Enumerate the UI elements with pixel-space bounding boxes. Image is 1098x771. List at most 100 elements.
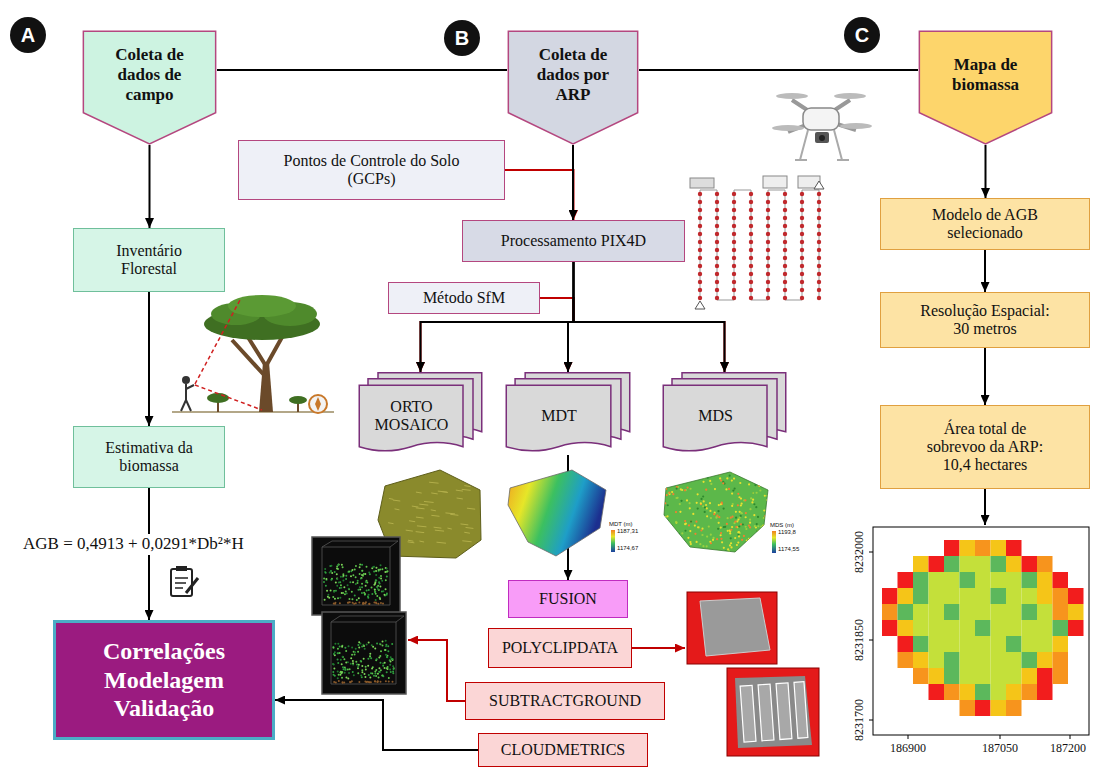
photo-point [749,272,753,276]
map-cell [975,700,991,716]
cloud-point [368,674,370,676]
person-body [181,384,194,411]
cloud-point [362,602,364,604]
cloud-point [337,568,339,570]
texture-dot [738,525,740,527]
photo-point [800,248,804,252]
cloud-point [364,594,366,596]
map-cell [1037,668,1053,684]
photo-point [783,240,787,244]
map-cell [1037,588,1053,604]
map-cell [1053,588,1069,604]
cloud-point [375,593,377,595]
cloud-point [361,671,363,673]
texture-dot [758,484,760,486]
map-cell [960,668,976,684]
cloud-point [377,603,379,605]
cloud-point [381,580,383,582]
texture-dot [721,541,723,543]
cloud-point [375,579,377,581]
texture-dot [664,472,666,474]
photo-point [732,192,736,196]
node-text: Processamento PIX4D [501,232,646,250]
map-cell [913,572,929,588]
texture-stroke [419,504,428,505]
cloud-point [390,671,392,673]
node-text: MDT [541,407,577,425]
texture-dot [748,538,750,540]
node-text: Coleta de dados de campo [96,45,203,105]
cloud-point [380,669,382,671]
map-cell [944,684,960,700]
map-cell [1006,604,1022,620]
texture-dot [710,534,712,536]
texture-dot [766,495,768,497]
cloud-point [384,571,386,573]
cloud-point [372,646,374,648]
connector [217,69,507,71]
cloud-point [358,597,360,599]
photo-point [698,240,702,244]
texture-dot [681,475,683,477]
texture-dot [681,532,683,534]
cloud-point [390,656,392,658]
photo-point [766,216,770,220]
plot-strip [740,685,756,742]
texture-dot [684,471,686,473]
cloud-point [361,586,363,588]
cloud-point [374,591,376,593]
texture-stroke [431,510,436,511]
photo-point [783,272,787,276]
cloud-point [377,673,379,675]
cloud-point [332,671,334,673]
cloud-point [349,581,351,583]
axis-tick-label: 8231700 [853,699,866,741]
cloud-point [335,581,337,583]
photo-point [749,280,753,284]
cloud-point [386,594,388,596]
photo-point [715,280,719,284]
map-cell [1037,620,1053,636]
texture-dot [727,517,729,519]
texture-dot [764,515,766,517]
texture-dot [763,509,765,511]
map-cell [882,588,898,604]
photo-point [698,224,702,228]
cloud-point [330,570,332,572]
node-text: MDS [698,407,733,425]
cloud-point [334,675,336,677]
cloud-point [349,668,351,670]
map-cell [960,652,976,668]
texture-stroke [412,506,419,507]
photo-point [766,240,770,244]
sight-line [195,385,262,410]
pentagon-shape [508,31,637,144]
texture-dot [763,531,765,533]
texture-dot [689,507,691,509]
texture-dot [702,495,704,497]
photo-point [766,280,770,284]
texture-stroke [438,491,448,492]
texture-dot [752,492,754,494]
cloud-point [386,671,388,673]
photo-point [749,224,753,228]
cloud-point [344,668,346,670]
cloud-point [375,574,377,576]
texture-stroke [416,532,425,533]
texture-dot [695,521,697,523]
photo-point [783,208,787,212]
cloud-point [348,598,350,600]
cloud-point [336,568,338,570]
cloud-point [374,647,376,649]
cloud-point [334,643,336,645]
texture-dot [723,508,725,510]
cloud-point [391,643,393,645]
photo-point [698,232,702,236]
connector [421,262,574,372]
cloud-point [382,675,384,677]
texture-dot [664,516,666,518]
texture-dot [704,511,706,513]
texture-dot [752,492,754,494]
cloud-point [349,681,351,683]
map-cell [960,540,976,556]
